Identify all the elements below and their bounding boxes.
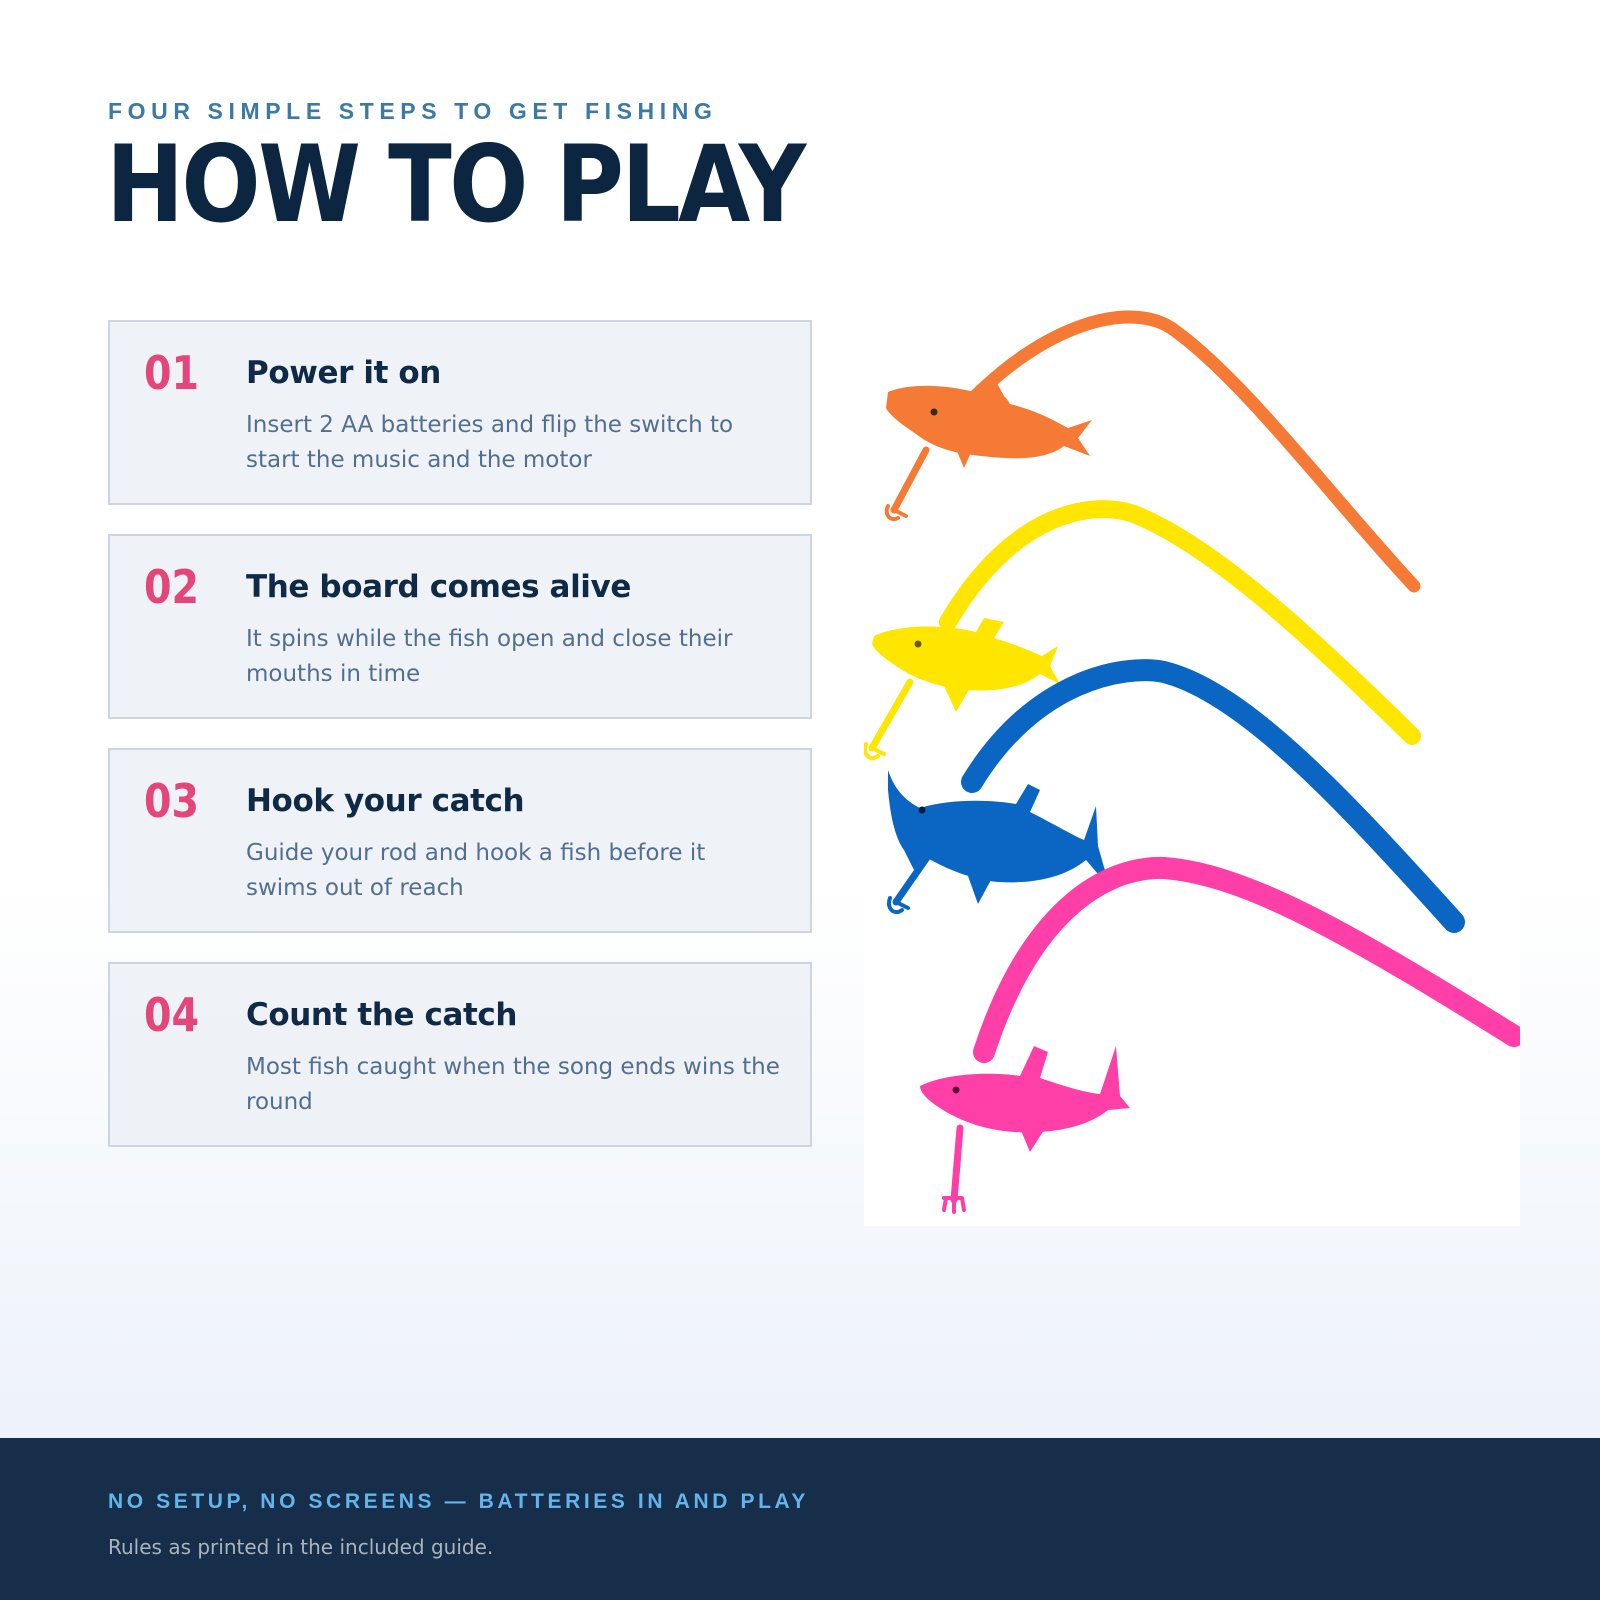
step-title: The board comes alive	[246, 569, 631, 605]
step-number: 02	[144, 560, 200, 614]
page-title: HOW TO PLAY	[106, 123, 806, 246]
step-title: Hook your catch	[246, 783, 525, 819]
step-card: 01 Power it on Insert 2 AA batteries and…	[108, 320, 812, 505]
blue-shark-rod-icon	[887, 659, 1465, 933]
step-number: 03	[144, 774, 200, 828]
step-title: Count the catch	[246, 997, 518, 1033]
step-card: 03 Hook your catch Guide your rod and ho…	[108, 748, 812, 933]
footer-tagline: NO SETUP, NO SCREENS — BATTERIES IN AND …	[108, 1490, 809, 1513]
footer-note: Rules as printed in the included guide.	[108, 1535, 494, 1559]
step-title: Power it on	[246, 355, 441, 391]
step-description: Guide your rod and hook a fish before it…	[246, 840, 706, 901]
step-number: 01	[144, 346, 200, 400]
pink-shark-rod-icon	[920, 856, 1520, 1214]
orange-shark-rod-icon	[884, 310, 1421, 593]
yellow-shark-rod-icon	[864, 500, 1421, 761]
step-description: It spins while the fish open and close t…	[246, 626, 733, 687]
step-number: 04	[144, 988, 200, 1042]
step-card: 02 The board comes alive It spins while …	[108, 534, 812, 719]
step-description: Insert 2 AA batteries and flip the switc…	[246, 412, 734, 473]
steps-list: 01 Power it on Insert 2 AA batteries and…	[108, 320, 812, 1176]
step-description: Most fish caught when the song ends wins…	[246, 1054, 780, 1115]
eyebrow-text: FOUR SIMPLE STEPS TO GET FISHING	[108, 98, 718, 124]
footer-bar: NO SETUP, NO SCREENS — BATTERIES IN AND …	[0, 1438, 1600, 1600]
fishing-rods-illustration	[864, 300, 1520, 1226]
step-card: 04 Count the catch Most fish caught when…	[108, 962, 812, 1147]
